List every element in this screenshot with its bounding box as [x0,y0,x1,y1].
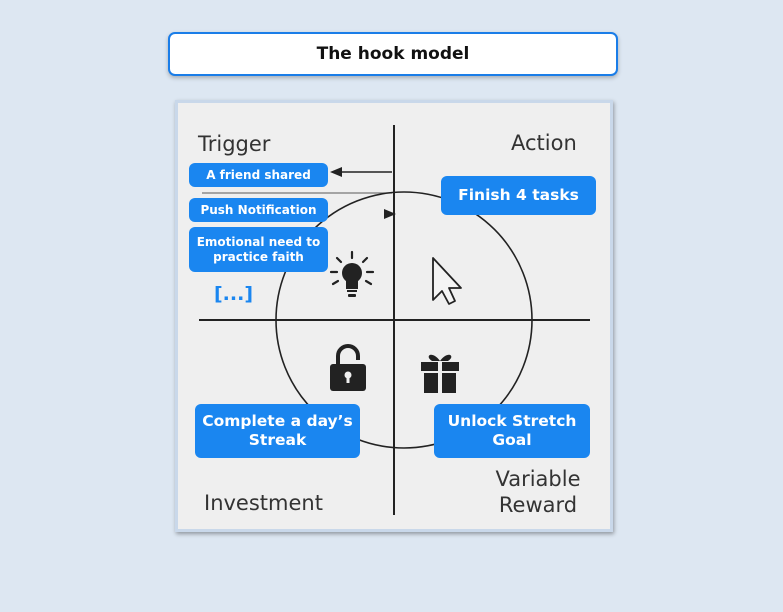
trigger-ellipsis: [...] [214,283,254,305]
variable-reward-label-line1: Variable [495,467,581,491]
padlock-icon [330,344,366,391]
lightbulb-icon [329,250,375,297]
external-trigger-arrow-icon [330,167,342,177]
action-item-finish-tasks: Finish 4 tasks [441,176,596,215]
internal-trigger-arrow-icon [384,209,396,219]
cycle-circle [275,191,533,449]
variable-reward-label-line2: Reward [498,493,578,517]
cursor-icon [432,257,462,305]
reward-item-stretch-goal: Unlock Stretch Goal [434,404,590,458]
trigger-item-push-notification: Push Notification [189,198,328,222]
trigger-item-friend-shared: A friend shared [189,163,328,187]
page-title: The hook model [168,32,618,76]
variable-reward-label: Variable Reward [490,466,586,518]
gift-icon [421,354,459,393]
investment-label: Investment [204,491,323,515]
trigger-item-emotional-need: Emotional need to practice faith [189,227,328,272]
trigger-label: Trigger [198,132,271,156]
action-label: Action [511,131,577,155]
investment-item-streak: Complete a day’s Streak [195,404,360,458]
